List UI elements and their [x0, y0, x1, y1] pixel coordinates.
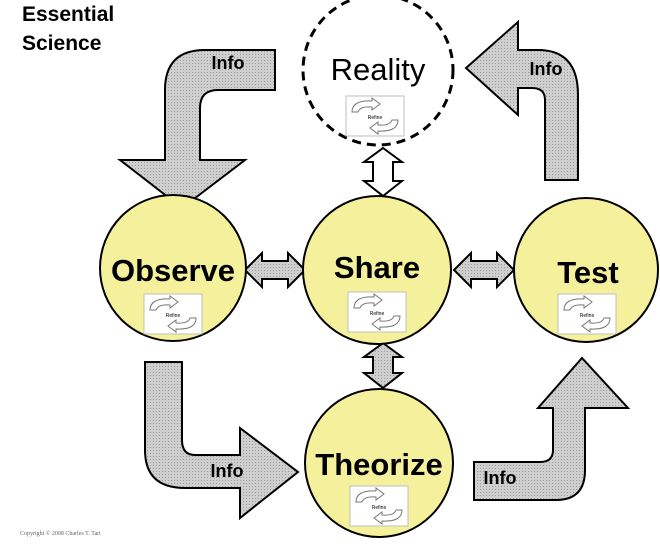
info-label-bottom-right: Info	[484, 468, 517, 488]
curved-arrow-bottom-left: Info	[144, 361, 300, 521]
refine-label-share: Refine	[370, 311, 385, 317]
curved-arrow-top-right: Info	[464, 19, 579, 181]
info-label-top-right: Info	[530, 59, 563, 79]
node-test-label: Test	[557, 255, 618, 290]
refine-label-test: Refine	[580, 313, 595, 319]
curved-arrow-top-left: Info	[117, 49, 276, 210]
node-reality-label: Reality	[331, 52, 426, 87]
node-share-label: Share	[334, 250, 420, 285]
node-reality: Reality Refine	[301, 0, 455, 147]
node-observe: Observe Refine	[99, 194, 247, 342]
diagram-title-line-1: Essential	[22, 3, 115, 26]
diagram-title-line-2: Science	[22, 32, 102, 55]
copyright-notice: Copyright © 2008 Charles T. Tart	[20, 531, 101, 537]
refine-icon-observe: Refine	[143, 293, 203, 335]
refine-icon-reality: Refine	[345, 95, 405, 137]
refine-label-reality: Refine	[368, 115, 383, 121]
node-share: Share Refine	[302, 195, 452, 345]
double-arrow-observe-share	[243, 250, 307, 290]
info-label-bottom-left: Info	[211, 461, 244, 481]
node-test: Test Refine	[513, 197, 659, 343]
info-label-top-left: Info	[212, 53, 245, 73]
double-arrow-share-test	[452, 250, 516, 290]
refine-icon-test: Refine	[557, 293, 617, 335]
curved-arrow-bottom-right: Info	[473, 356, 631, 501]
node-observe-label: Observe	[111, 253, 235, 288]
refine-label-theorize: Refine	[372, 505, 387, 511]
refine-icon-theorize: Refine	[349, 485, 409, 527]
double-arrow-reality-share	[360, 146, 406, 198]
double-arrow-share-theorize	[360, 341, 406, 390]
node-theorize: Theorize Refine	[304, 388, 454, 538]
refine-icon-share: Refine	[347, 291, 407, 333]
refine-label-observe: Refine	[166, 313, 181, 319]
node-theorize-label: Theorize	[315, 447, 442, 482]
